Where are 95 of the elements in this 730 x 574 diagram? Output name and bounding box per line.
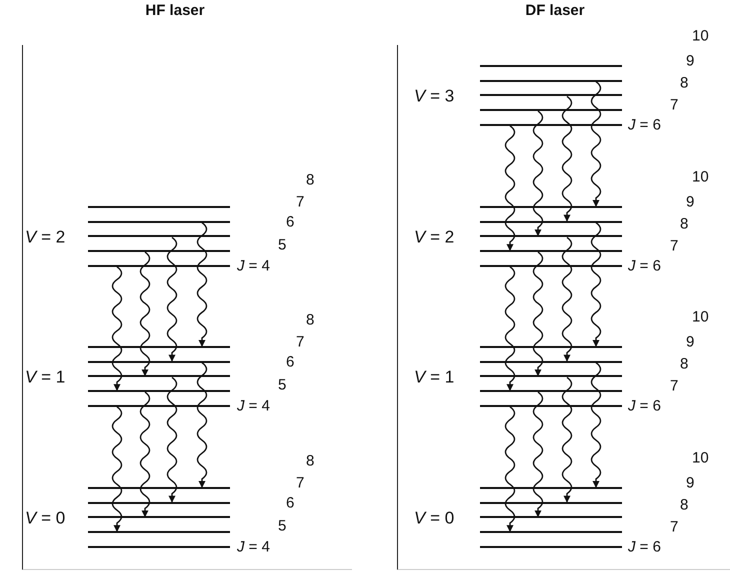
transition-arrow [196, 362, 208, 488]
transition-arrow [112, 266, 122, 392]
energy-level-line [480, 109, 622, 112]
level-number: 7 [296, 475, 304, 490]
transition-arrow [562, 236, 572, 362]
vibrational-level-label: V = 1 [414, 368, 454, 386]
energy-level-line [88, 220, 230, 223]
energy-level-line [480, 404, 622, 407]
energy-level-line [88, 546, 230, 548]
energy-level-line [88, 346, 230, 348]
energy-level-line [480, 487, 622, 489]
level-number: 8 [680, 216, 688, 232]
transition-arrow [562, 376, 572, 503]
energy-level-line [88, 487, 230, 489]
energy-level-line [88, 531, 230, 534]
level-number: J = 4 [237, 398, 270, 414]
energy-level-line [480, 502, 622, 504]
level-number: J = 6 [628, 117, 661, 132]
level-number: 8 [680, 498, 688, 513]
level-number: 10 [692, 450, 709, 466]
energy-level-line [88, 502, 230, 504]
level-number: 9 [686, 194, 694, 210]
energy-level-line [88, 375, 230, 378]
transition-arrow [590, 222, 602, 347]
energy-level-line [480, 546, 622, 548]
transition-arrow [504, 406, 516, 532]
energy-level-line [480, 390, 622, 392]
level-number: 5 [278, 238, 286, 253]
transition-arrow [112, 406, 122, 532]
level-number: 9 [686, 334, 694, 350]
level-number: 8 [680, 356, 688, 372]
level-number: J = 6 [628, 258, 661, 274]
energy-level-line [88, 264, 230, 267]
energy-level-line [480, 531, 622, 534]
vibrational-level-label: V = 0 [25, 510, 66, 527]
energy-level-line [480, 375, 622, 378]
level-number: 7 [296, 194, 304, 210]
level-number: J = 6 [628, 398, 661, 414]
level-number: 5 [278, 518, 286, 534]
level-number: 8 [680, 76, 688, 91]
transition-arrow [140, 392, 150, 518]
energy-level-line [480, 235, 622, 238]
level-number: 6 [286, 496, 294, 511]
vibrational-level-label: V = 2 [414, 228, 454, 246]
level-number: J = 6 [628, 539, 661, 554]
energy-level-line [480, 346, 622, 348]
level-number: 7 [670, 238, 678, 254]
transition-arrow [532, 252, 544, 376]
energy-level-line [480, 65, 622, 67]
level-number: 5 [278, 378, 286, 393]
transition-arrow [504, 266, 516, 392]
level-number: 8 [306, 454, 314, 468]
transition-arrow [140, 252, 150, 376]
level-number: 7 [670, 520, 678, 535]
energy-level-line [480, 220, 622, 223]
level-number: 6 [286, 214, 294, 230]
transition-arrow [590, 362, 602, 488]
level-number: 6 [286, 354, 294, 370]
level-number: 7 [670, 98, 678, 113]
level-number: J = 4 [237, 258, 270, 274]
energy-level-line [480, 124, 622, 126]
energy-level-line [88, 390, 230, 392]
transition-arrow [504, 125, 516, 252]
level-number: J = 4 [237, 539, 270, 554]
vibrational-level-label: V = 0 [414, 510, 454, 527]
level-number: 8 [306, 312, 314, 328]
transition-arrow [166, 376, 178, 503]
energy-level-line [480, 516, 622, 518]
panel-title: HF laser [145, 2, 205, 19]
vibrational-level-label: V = 3 [414, 88, 454, 105]
panel-title: DF laser [525, 2, 585, 19]
level-number: 10 [692, 170, 709, 184]
energy-level-line [88, 516, 230, 518]
vibrational-level-label: V = 1 [25, 368, 66, 386]
level-number: 7 [670, 378, 678, 394]
energy-level-line [480, 360, 622, 363]
energy-level-line [480, 80, 622, 82]
vibrational-level-label: V = 2 [25, 228, 66, 246]
level-number: 7 [296, 334, 304, 350]
energy-level-line [88, 206, 230, 208]
transition-arrow [532, 110, 544, 236]
energy-level-line [480, 94, 622, 96]
level-number: 9 [686, 53, 694, 68]
energy-level-line [88, 250, 230, 252]
level-number: 10 [692, 310, 709, 324]
transition-arrow [532, 392, 544, 518]
energy-level-line [480, 264, 622, 267]
level-number: 9 [686, 475, 694, 490]
energy-level-line [480, 250, 622, 252]
level-number: 8 [306, 172, 314, 188]
energy-level-line [88, 360, 230, 363]
level-number: 10 [692, 28, 709, 44]
energy-level-line [480, 206, 622, 208]
energy-level-line [88, 404, 230, 407]
energy-level-line [88, 235, 230, 238]
